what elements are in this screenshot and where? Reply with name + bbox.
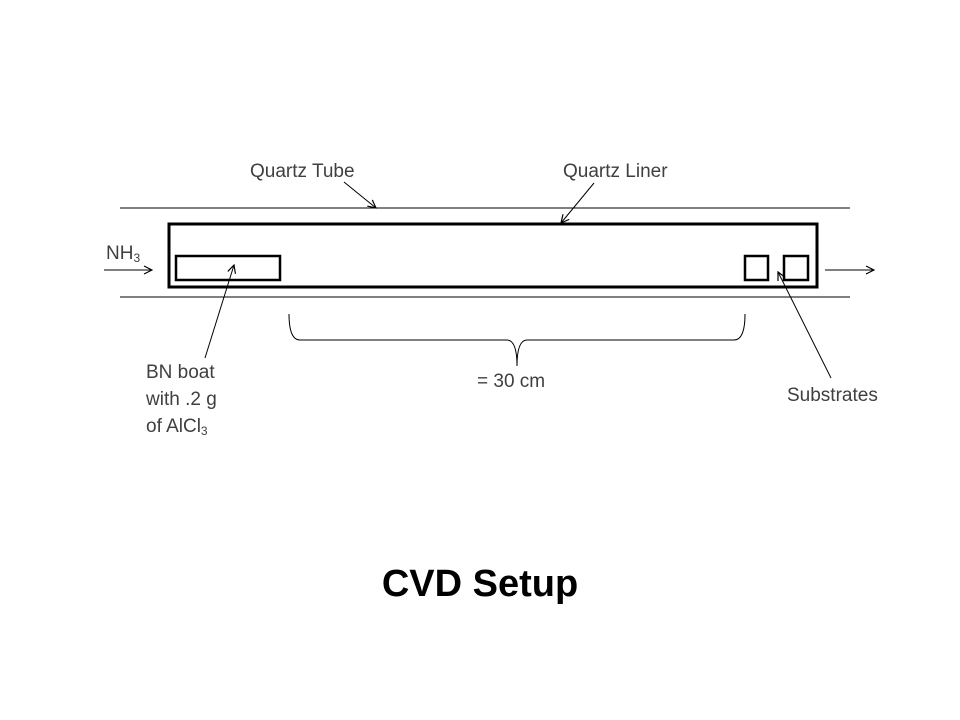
bn-boat-label: BN boat with .2 g of AlCl3 bbox=[146, 359, 217, 440]
substrate-1 bbox=[743, 254, 770, 282]
bn-boat-label-line-1: BN boat bbox=[146, 362, 215, 383]
diagram-title: CVD Setup bbox=[381, 563, 579, 605]
distance-brace bbox=[288, 313, 746, 367]
nh3-label-subscript: 3 bbox=[133, 251, 141, 265]
bn-boat-label-line-3-subscript: 3 bbox=[200, 424, 208, 438]
quartz-liner bbox=[167, 222, 819, 289]
substrates-pointer-arrow bbox=[778, 272, 832, 379]
nh3-label-main: NH bbox=[106, 243, 134, 264]
substrates-label: Substrates bbox=[787, 385, 878, 406]
substrate-2 bbox=[782, 254, 810, 282]
quartz-tube-label: Quartz Tube bbox=[250, 161, 355, 182]
quartz-liner-pointer-arrow bbox=[561, 182, 595, 223]
bn-boat-label-line-3-main: of AlCl bbox=[146, 416, 201, 437]
nh3-label: NH3 bbox=[106, 241, 140, 267]
bn-boat bbox=[174, 254, 282, 282]
bn-boat-pointer-arrow bbox=[204, 265, 234, 359]
quartz-tube-pointer-arrow bbox=[343, 181, 376, 208]
quartz-liner-label: Quartz Liner bbox=[563, 161, 668, 182]
distance-label: = 30 cm bbox=[477, 371, 546, 392]
bn-boat-label-line-3: of AlCl3 bbox=[146, 413, 217, 440]
bn-boat-label-line-2: with .2 g bbox=[146, 389, 217, 410]
